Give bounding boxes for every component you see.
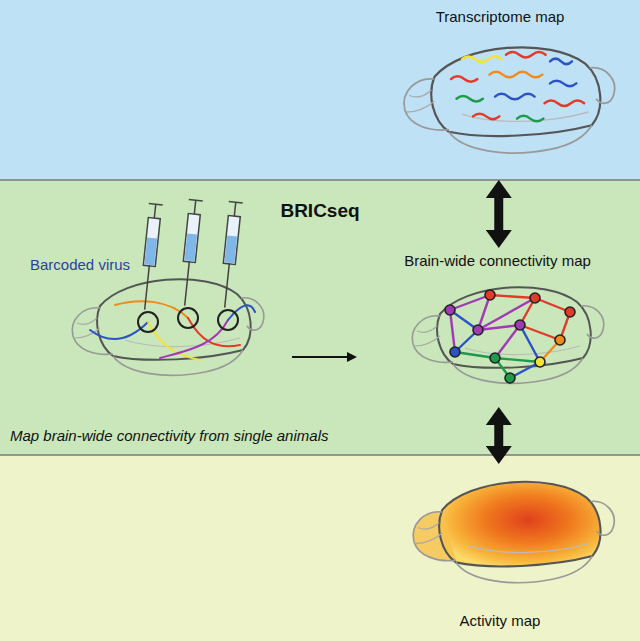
panel-heading: Transcriptome map — [436, 8, 565, 26]
panel-heading: Brain-wide connectivity map — [404, 252, 591, 270]
band-border — [0, 454, 640, 456]
top-band — [0, 0, 640, 180]
subtitle-note: Map brain-wide connectivity from single … — [10, 427, 328, 445]
projection-lines — [90, 301, 255, 360]
panel-heading: Activity map — [460, 612, 541, 630]
reagent-label: Barcoded virus — [30, 256, 130, 274]
connectivity-brain — [412, 287, 603, 383]
bottom-band — [0, 455, 640, 641]
activity-brain — [413, 482, 614, 583]
connectivity-graph — [450, 295, 570, 378]
transcriptome-brain — [404, 47, 615, 153]
double-arrow — [494, 425, 503, 446]
title: BRICseq — [280, 200, 359, 223]
middle-band — [0, 180, 640, 455]
connectivity-dots — [445, 290, 575, 383]
map-panel: Brain-wide connectivity map — [385, 250, 610, 405]
band-border — [0, 179, 640, 181]
map-panel: Activity map — [390, 466, 610, 636]
double-arrow — [494, 198, 503, 230]
method-band: BRICseqMap brain-wide connectivity from … — [0, 180, 640, 455]
process-arrow — [292, 356, 348, 358]
syringes — [138, 199, 243, 310]
injection-brain — [72, 279, 263, 375]
map-panel: Transcriptome map — [385, 4, 615, 178]
injection-sites — [138, 308, 238, 332]
